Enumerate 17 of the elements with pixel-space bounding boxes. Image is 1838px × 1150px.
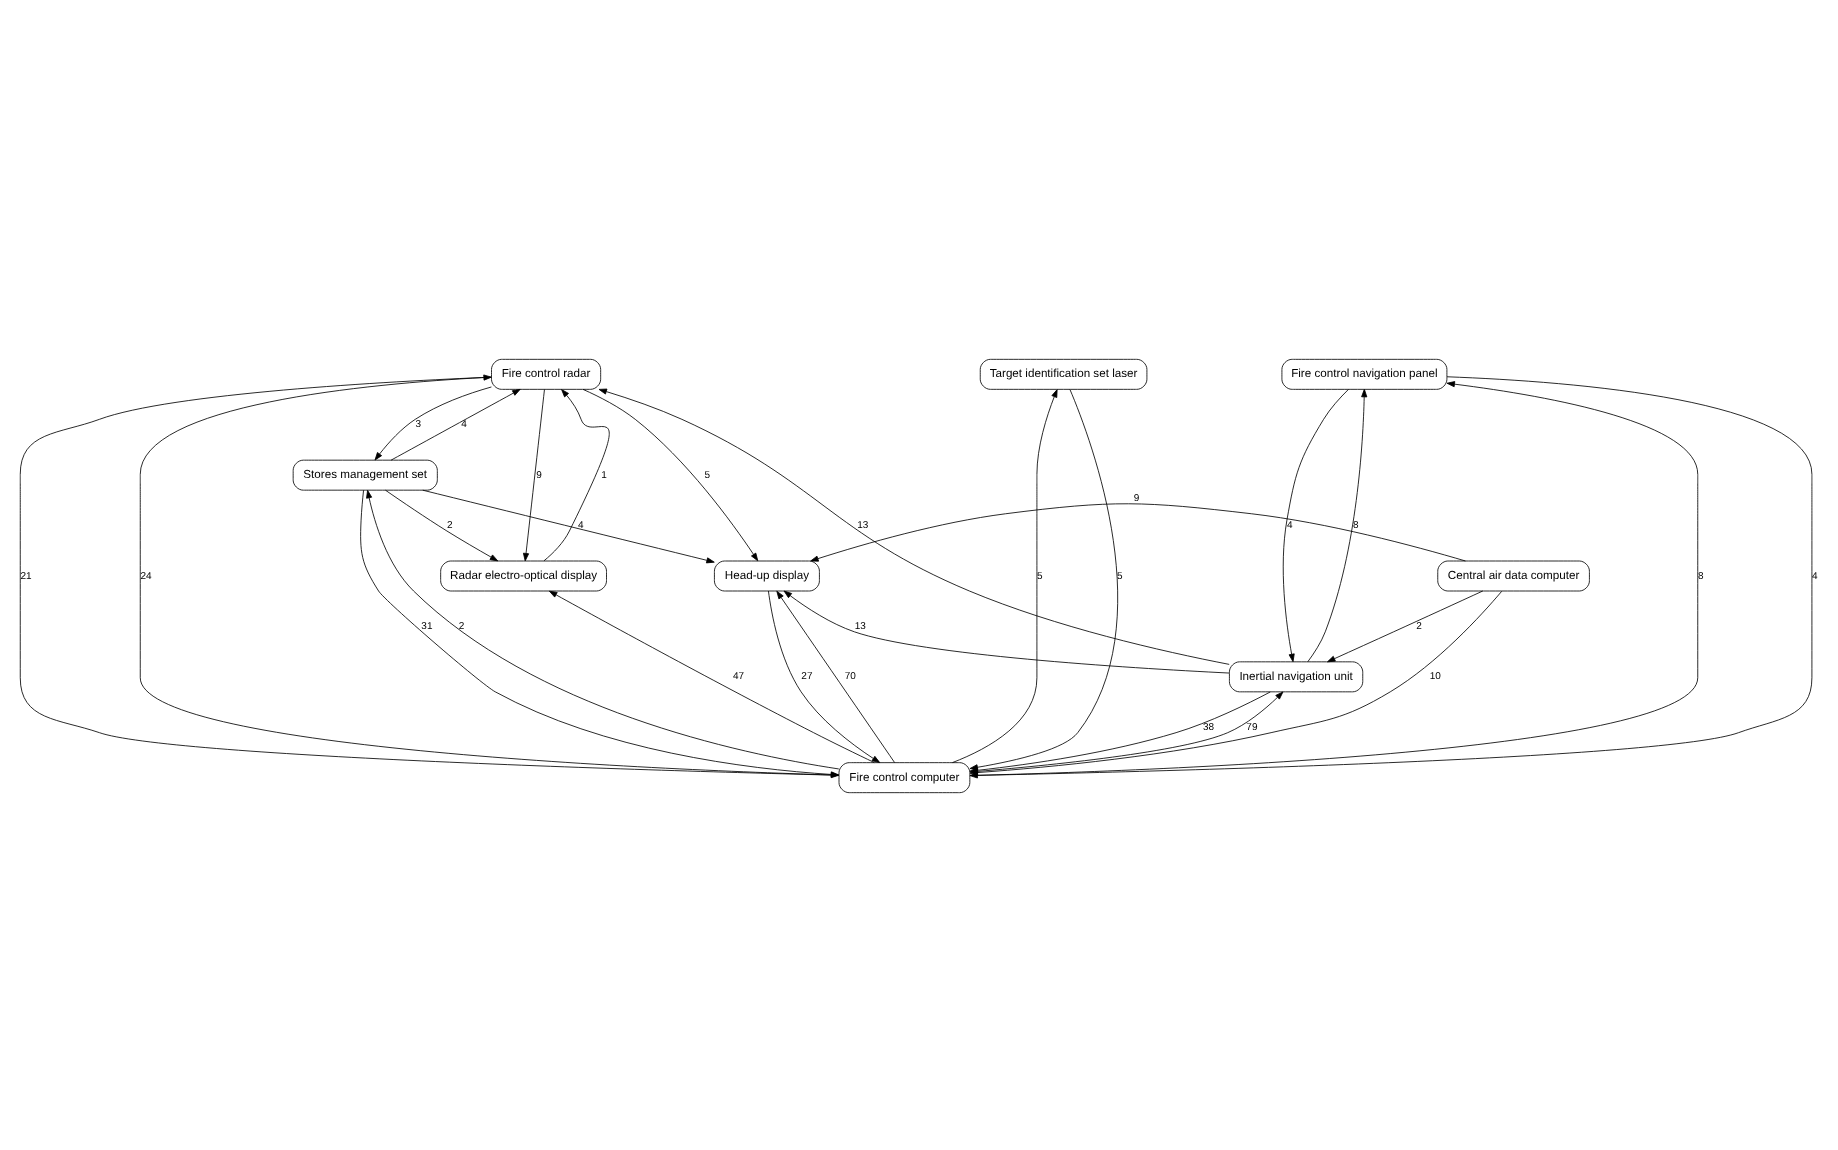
- arrow: [385, 488, 499, 561]
- arrow: [543, 388, 610, 561]
- arrow: [548, 589, 875, 763]
- arrow: [390, 387, 521, 460]
- arrow: [374, 385, 492, 460]
- arrow: [768, 589, 881, 762]
- arrow: [598, 387, 1230, 664]
- arrow: [1282, 388, 1349, 662]
- arrow: [1327, 589, 1484, 662]
- arrow: [810, 502, 1466, 561]
- arrow: [776, 589, 896, 762]
- arrow: [783, 589, 1230, 673]
- arrow: [1307, 387, 1368, 662]
- arrow: [523, 388, 545, 561]
- arrow: [422, 488, 715, 563]
- arrow: [951, 388, 1058, 763]
- arrow: [582, 387, 759, 561]
